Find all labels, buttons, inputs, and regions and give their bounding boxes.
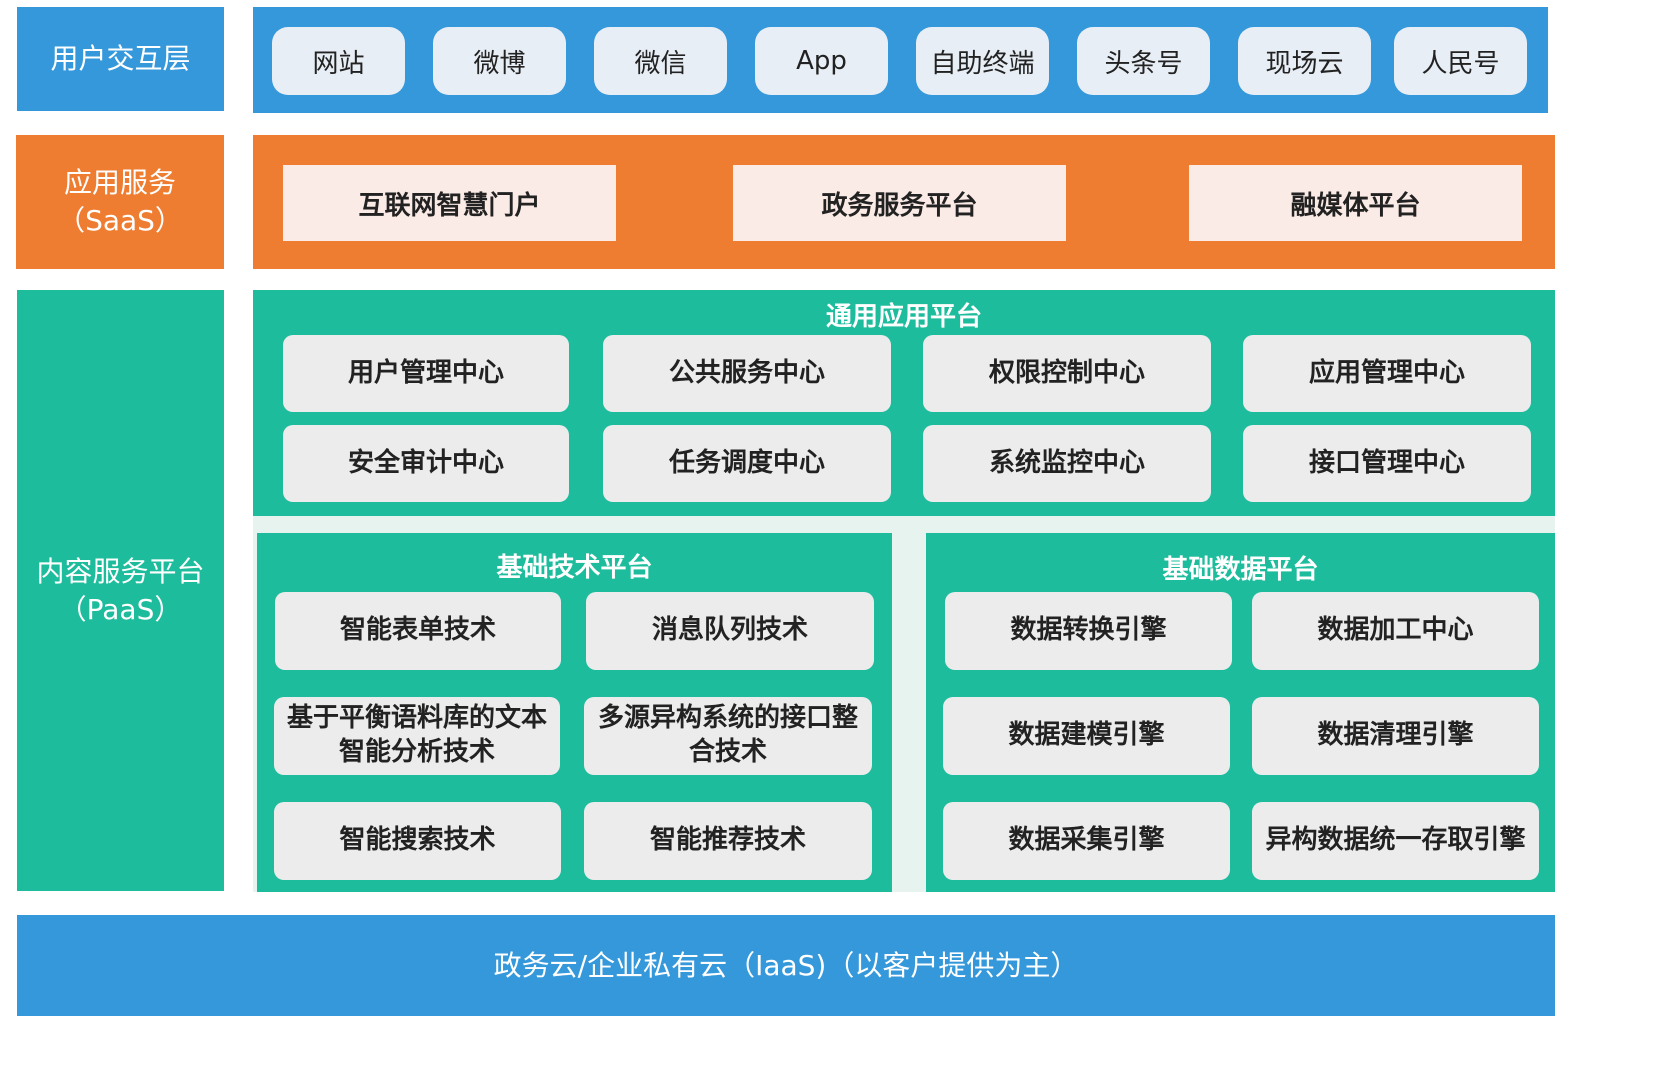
saas-media-platform[interactable]: 融媒体平台	[1189, 165, 1522, 241]
channel-self-service-terminal[interactable]: 自助终端	[916, 27, 1049, 95]
channel-wechat[interactable]: 微信	[594, 27, 727, 95]
saas-layer-label: 应用服务 （SaaS）	[16, 135, 224, 269]
tech-item-smart-search[interactable]: 智能搜索技术	[274, 802, 561, 880]
general-item-interface-management[interactable]: 接口管理中心	[1243, 425, 1531, 502]
data-item-cleaning-engine[interactable]: 数据清理引擎	[1252, 697, 1539, 775]
data-item-collection-engine[interactable]: 数据采集引擎	[943, 802, 1230, 880]
channel-people[interactable]: 人民号	[1394, 27, 1527, 95]
user-layer-label-text: 用户交互层	[50, 42, 191, 76]
channel-weibo[interactable]: 微博	[433, 27, 566, 95]
tech-item-smart-recommendation[interactable]: 智能推荐技术	[584, 802, 872, 880]
user-layer-label: 用户交互层	[17, 7, 224, 111]
channel-toutiao[interactable]: 头条号	[1077, 27, 1210, 95]
data-item-processing-center[interactable]: 数据加工中心	[1252, 592, 1539, 670]
channel-website[interactable]: 网站	[272, 27, 405, 95]
paas-layer-label: 内容服务平台 （PaaS）	[17, 290, 224, 891]
saas-government-service[interactable]: 政务服务平台	[733, 165, 1066, 241]
tech-item-text-analysis[interactable]: 基于平衡语料库的文本智能分析技术	[274, 697, 560, 775]
data-item-modeling-engine[interactable]: 数据建模引擎	[943, 697, 1230, 775]
tech-item-smart-form[interactable]: 智能表单技术	[275, 592, 561, 670]
data-item-unified-access-engine[interactable]: 异构数据统一存取引擎	[1252, 802, 1539, 880]
channel-app[interactable]: App	[755, 27, 888, 95]
iaas-layer-label-text: 政务云/企业私有云（IaaS)（以客户提供为主）	[493, 948, 1079, 982]
tech-item-interface-integration[interactable]: 多源异构系统的接口整合技术	[584, 697, 872, 775]
general-item-system-monitoring[interactable]: 系统监控中心	[923, 425, 1211, 502]
data-platform-title: 基础数据平台	[1162, 554, 1319, 585]
general-item-user-management[interactable]: 用户管理中心	[283, 335, 569, 412]
iaas-layer-bar: 政务云/企业私有云（IaaS)（以客户提供为主）	[17, 915, 1555, 1016]
paas-layer-label-text: 内容服务平台 （PaaS）	[36, 554, 205, 626]
general-item-app-management[interactable]: 应用管理中心	[1243, 335, 1531, 412]
tech-item-message-queue[interactable]: 消息队列技术	[586, 592, 874, 670]
tech-platform-title: 基础技术平台	[496, 552, 653, 583]
general-item-public-service[interactable]: 公共服务中心	[603, 335, 891, 412]
channel-live-cloud[interactable]: 现场云	[1238, 27, 1371, 95]
general-item-task-scheduling[interactable]: 任务调度中心	[603, 425, 891, 502]
data-item-conversion-engine[interactable]: 数据转换引擎	[945, 592, 1232, 670]
saas-internet-portal[interactable]: 互联网智慧门户	[283, 165, 616, 241]
saas-layer-label-text: 应用服务 （SaaS）	[57, 166, 183, 237]
general-platform-title: 通用应用平台	[825, 301, 982, 332]
general-item-security-audit[interactable]: 安全审计中心	[283, 425, 569, 502]
general-item-permission-control[interactable]: 权限控制中心	[923, 335, 1211, 412]
